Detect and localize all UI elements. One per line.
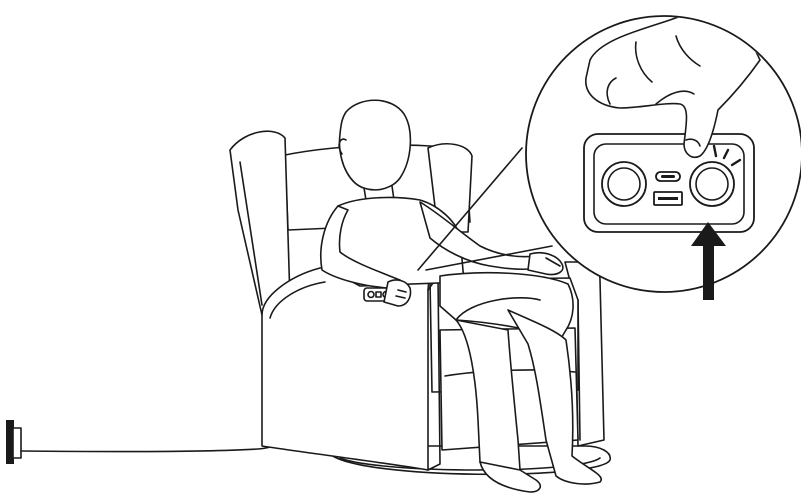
zoom-callout [526,12,801,292]
person-right-hand [528,253,563,275]
person-head [340,100,411,190]
power-cable [21,438,290,452]
right-button[interactable] [690,162,734,206]
person-left-hand [384,280,411,306]
left-button[interactable] [602,162,646,206]
wall-plug [6,420,21,464]
